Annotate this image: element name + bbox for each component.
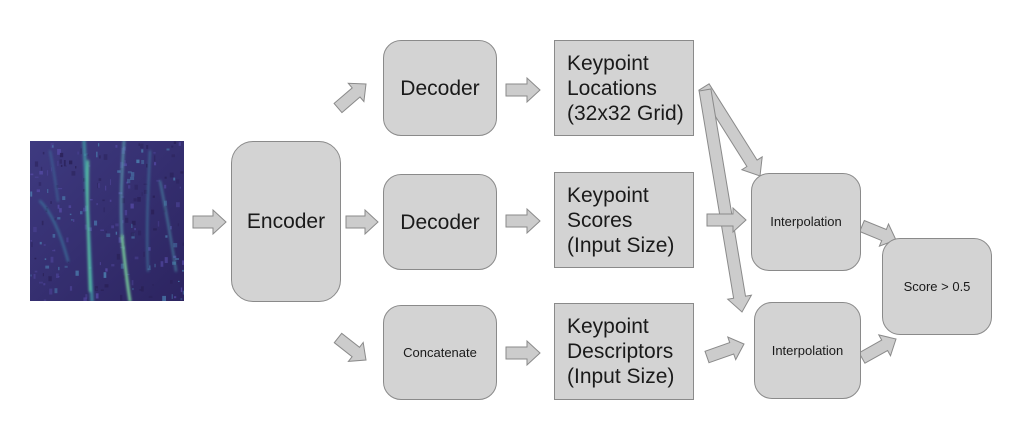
arrow-concatenate-to-descriptors <box>505 339 541 367</box>
arrow-decoder-mid-to-scores <box>505 207 541 235</box>
encoder-node: Encoder <box>231 141 341 302</box>
arrow-image-to-encoder <box>192 208 227 236</box>
keypoint-descriptors-line3: (Input Size) <box>567 365 675 388</box>
keypoint-scores-node: Keypoint Scores (Input Size) <box>554 172 694 268</box>
arrow-interp-top-to-score <box>859 219 897 247</box>
arrow-descriptors-to-interp-bottom <box>704 336 745 364</box>
arrow-scores-to-interp-top <box>706 206 747 234</box>
decoder-top-label: Decoder <box>400 76 480 100</box>
arrow-encoder-to-decoder-top <box>333 82 367 114</box>
arrow-encoder-to-decoder-mid <box>345 208 379 236</box>
decoder-mid-node: Decoder <box>383 174 497 270</box>
arrow-encoder-to-concatenate <box>333 332 367 362</box>
keypoint-scores-line1: Keypoint <box>567 183 649 207</box>
keypoint-descriptors-line2: Descriptors <box>567 340 674 363</box>
decoder-top-node: Decoder <box>383 40 497 136</box>
keypoint-scores-line3: (Input Size) <box>567 233 675 257</box>
keypoint-scores-line2: Scores <box>567 208 633 232</box>
keypoint-locations-line2: Locations <box>567 76 657 100</box>
interpolation-top-node: Interpolation <box>751 173 861 271</box>
decoder-mid-label: Decoder <box>400 210 480 234</box>
keypoint-locations-line3: (32x32 Grid) <box>567 101 684 125</box>
input-image <box>30 141 184 301</box>
encoder-label: Encoder <box>246 210 326 233</box>
interpolation-bottom-node: Interpolation <box>754 302 861 399</box>
arrow-decoder-top-to-locations <box>505 76 541 104</box>
keypoint-descriptors-node: Keypoint Descriptors (Input Size) <box>554 303 694 400</box>
keypoint-locations-node: Keypoint Locations (32x32 Grid) <box>554 40 694 136</box>
interpolation-top-label: Interpolation <box>770 214 842 229</box>
arrow-interp-bottom-to-score <box>858 334 897 364</box>
score-node: Score > 0.5 <box>882 238 992 335</box>
concatenate-label: Concatenate <box>403 344 477 360</box>
concatenate-node: Concatenate <box>383 305 497 400</box>
keypoint-descriptors-line1: Keypoint <box>567 315 649 338</box>
keypoint-locations-line1: Keypoint <box>567 51 649 75</box>
interpolation-bottom-label: Interpolation <box>771 342 844 358</box>
arrow-locations-to-interp-top <box>698 83 763 177</box>
arrow-locations-to-interp-bottom <box>698 88 753 313</box>
score-label: Score > 0.5 <box>903 278 971 294</box>
